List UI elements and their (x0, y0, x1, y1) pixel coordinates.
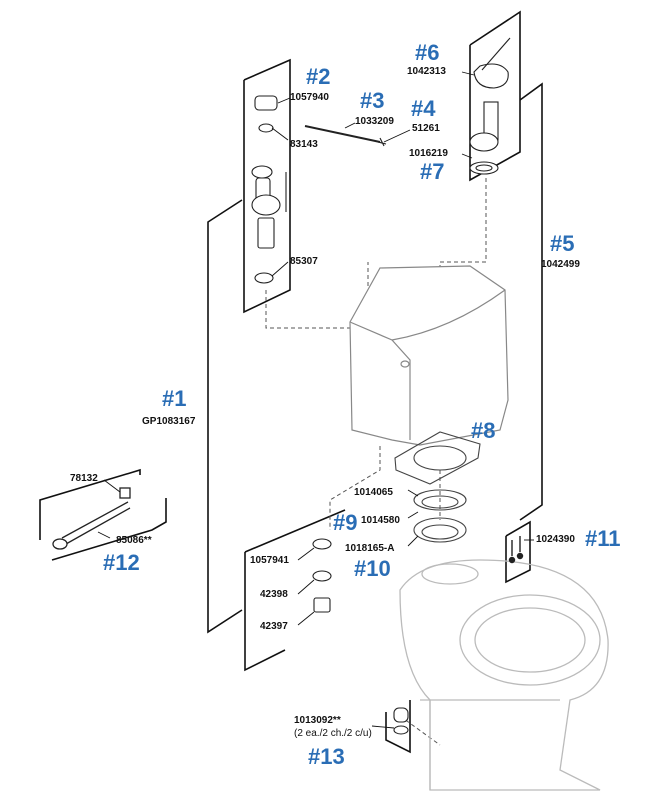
part-number-1057940: 1057940 (290, 92, 329, 103)
leader-9b (297, 579, 315, 595)
bracket-12 (39, 468, 141, 540)
part-number-1042499: 1042499 (541, 259, 580, 270)
leader-9 (407, 511, 419, 519)
part-number-1057941: 1057941 (250, 555, 289, 566)
fill-valve-parts (251, 95, 287, 284)
leader-9a (297, 547, 315, 561)
callout-2: #2 (306, 64, 331, 89)
bracket-11 (505, 520, 531, 584)
part-number-1033209: 1033209 (355, 116, 394, 127)
leader-12a (103, 479, 121, 493)
part-number-gp1083167: GP1083167 (142, 416, 196, 427)
leader-3 (344, 122, 356, 129)
leader-6 (461, 71, 475, 76)
part-number-1014580: 1014580 (361, 515, 400, 526)
bowl-illustration (399, 559, 609, 791)
callout-11: #11 (585, 526, 621, 551)
flush-valve-parts (469, 37, 511, 175)
bracket-2 (243, 58, 291, 314)
part-number-1014065: 1014065 (354, 487, 393, 498)
refill-tube (304, 125, 387, 147)
callout-3: #3 (360, 88, 385, 113)
callout-13: #13 (308, 744, 345, 769)
part-number-1024390: 1024390 (536, 534, 575, 545)
part-number-51261: 51261 (412, 123, 440, 134)
gasket-8-illustration (394, 431, 481, 543)
part-number-42397: 42397 (260, 621, 288, 632)
callout-10: #10 (354, 556, 391, 581)
part-number-42398: 42398 (260, 589, 288, 600)
callout-1: #1 (162, 386, 187, 411)
callout-9: #9 (333, 510, 358, 535)
leader-8 (407, 489, 419, 497)
part-number-1013092: 1013092** (294, 715, 341, 726)
leader-12b (97, 531, 111, 539)
part-number-1018165-a: 1018165-A (345, 543, 395, 554)
tank-illustration (349, 265, 509, 446)
callout-7: #7 (420, 159, 445, 184)
bracket-12b (51, 498, 167, 561)
trip-lever (52, 487, 131, 550)
callout-5: #5 (550, 231, 575, 256)
spud-parts (312, 538, 332, 613)
bracket-6 (469, 10, 521, 182)
leader-2 (277, 97, 291, 104)
leader-4 (383, 129, 411, 143)
bracket-5 (519, 82, 543, 521)
part-number-85086: 85086** (116, 535, 152, 546)
callout-8: #8 (471, 418, 496, 443)
part-number-1042313: 1042313 (407, 66, 446, 77)
bracket-1 (207, 199, 243, 634)
leader-9c (297, 611, 315, 626)
bracket-9 (244, 509, 346, 553)
leader-7 (461, 153, 473, 159)
part-number-1016219: 1016219 (409, 148, 448, 159)
callout-12: #12 (103, 550, 140, 575)
callout-6: #6 (415, 40, 440, 65)
part-number-78132: 78132 (70, 473, 98, 484)
part-number-85307: 85307 (290, 256, 318, 267)
callout-4: #4 (411, 96, 436, 121)
bracket-8 (244, 552, 286, 672)
bolt-cap (393, 707, 409, 735)
leader-13 (371, 725, 395, 729)
leader-85307 (271, 261, 289, 277)
part-note-1013092: (2 ea./2 ch./2 c/u) (294, 728, 372, 739)
bolt-set (508, 536, 524, 564)
leader-2b (271, 127, 289, 141)
part-number-83143: 83143 (290, 139, 318, 150)
leader-10 (407, 535, 419, 547)
bracket-13 (385, 700, 411, 754)
